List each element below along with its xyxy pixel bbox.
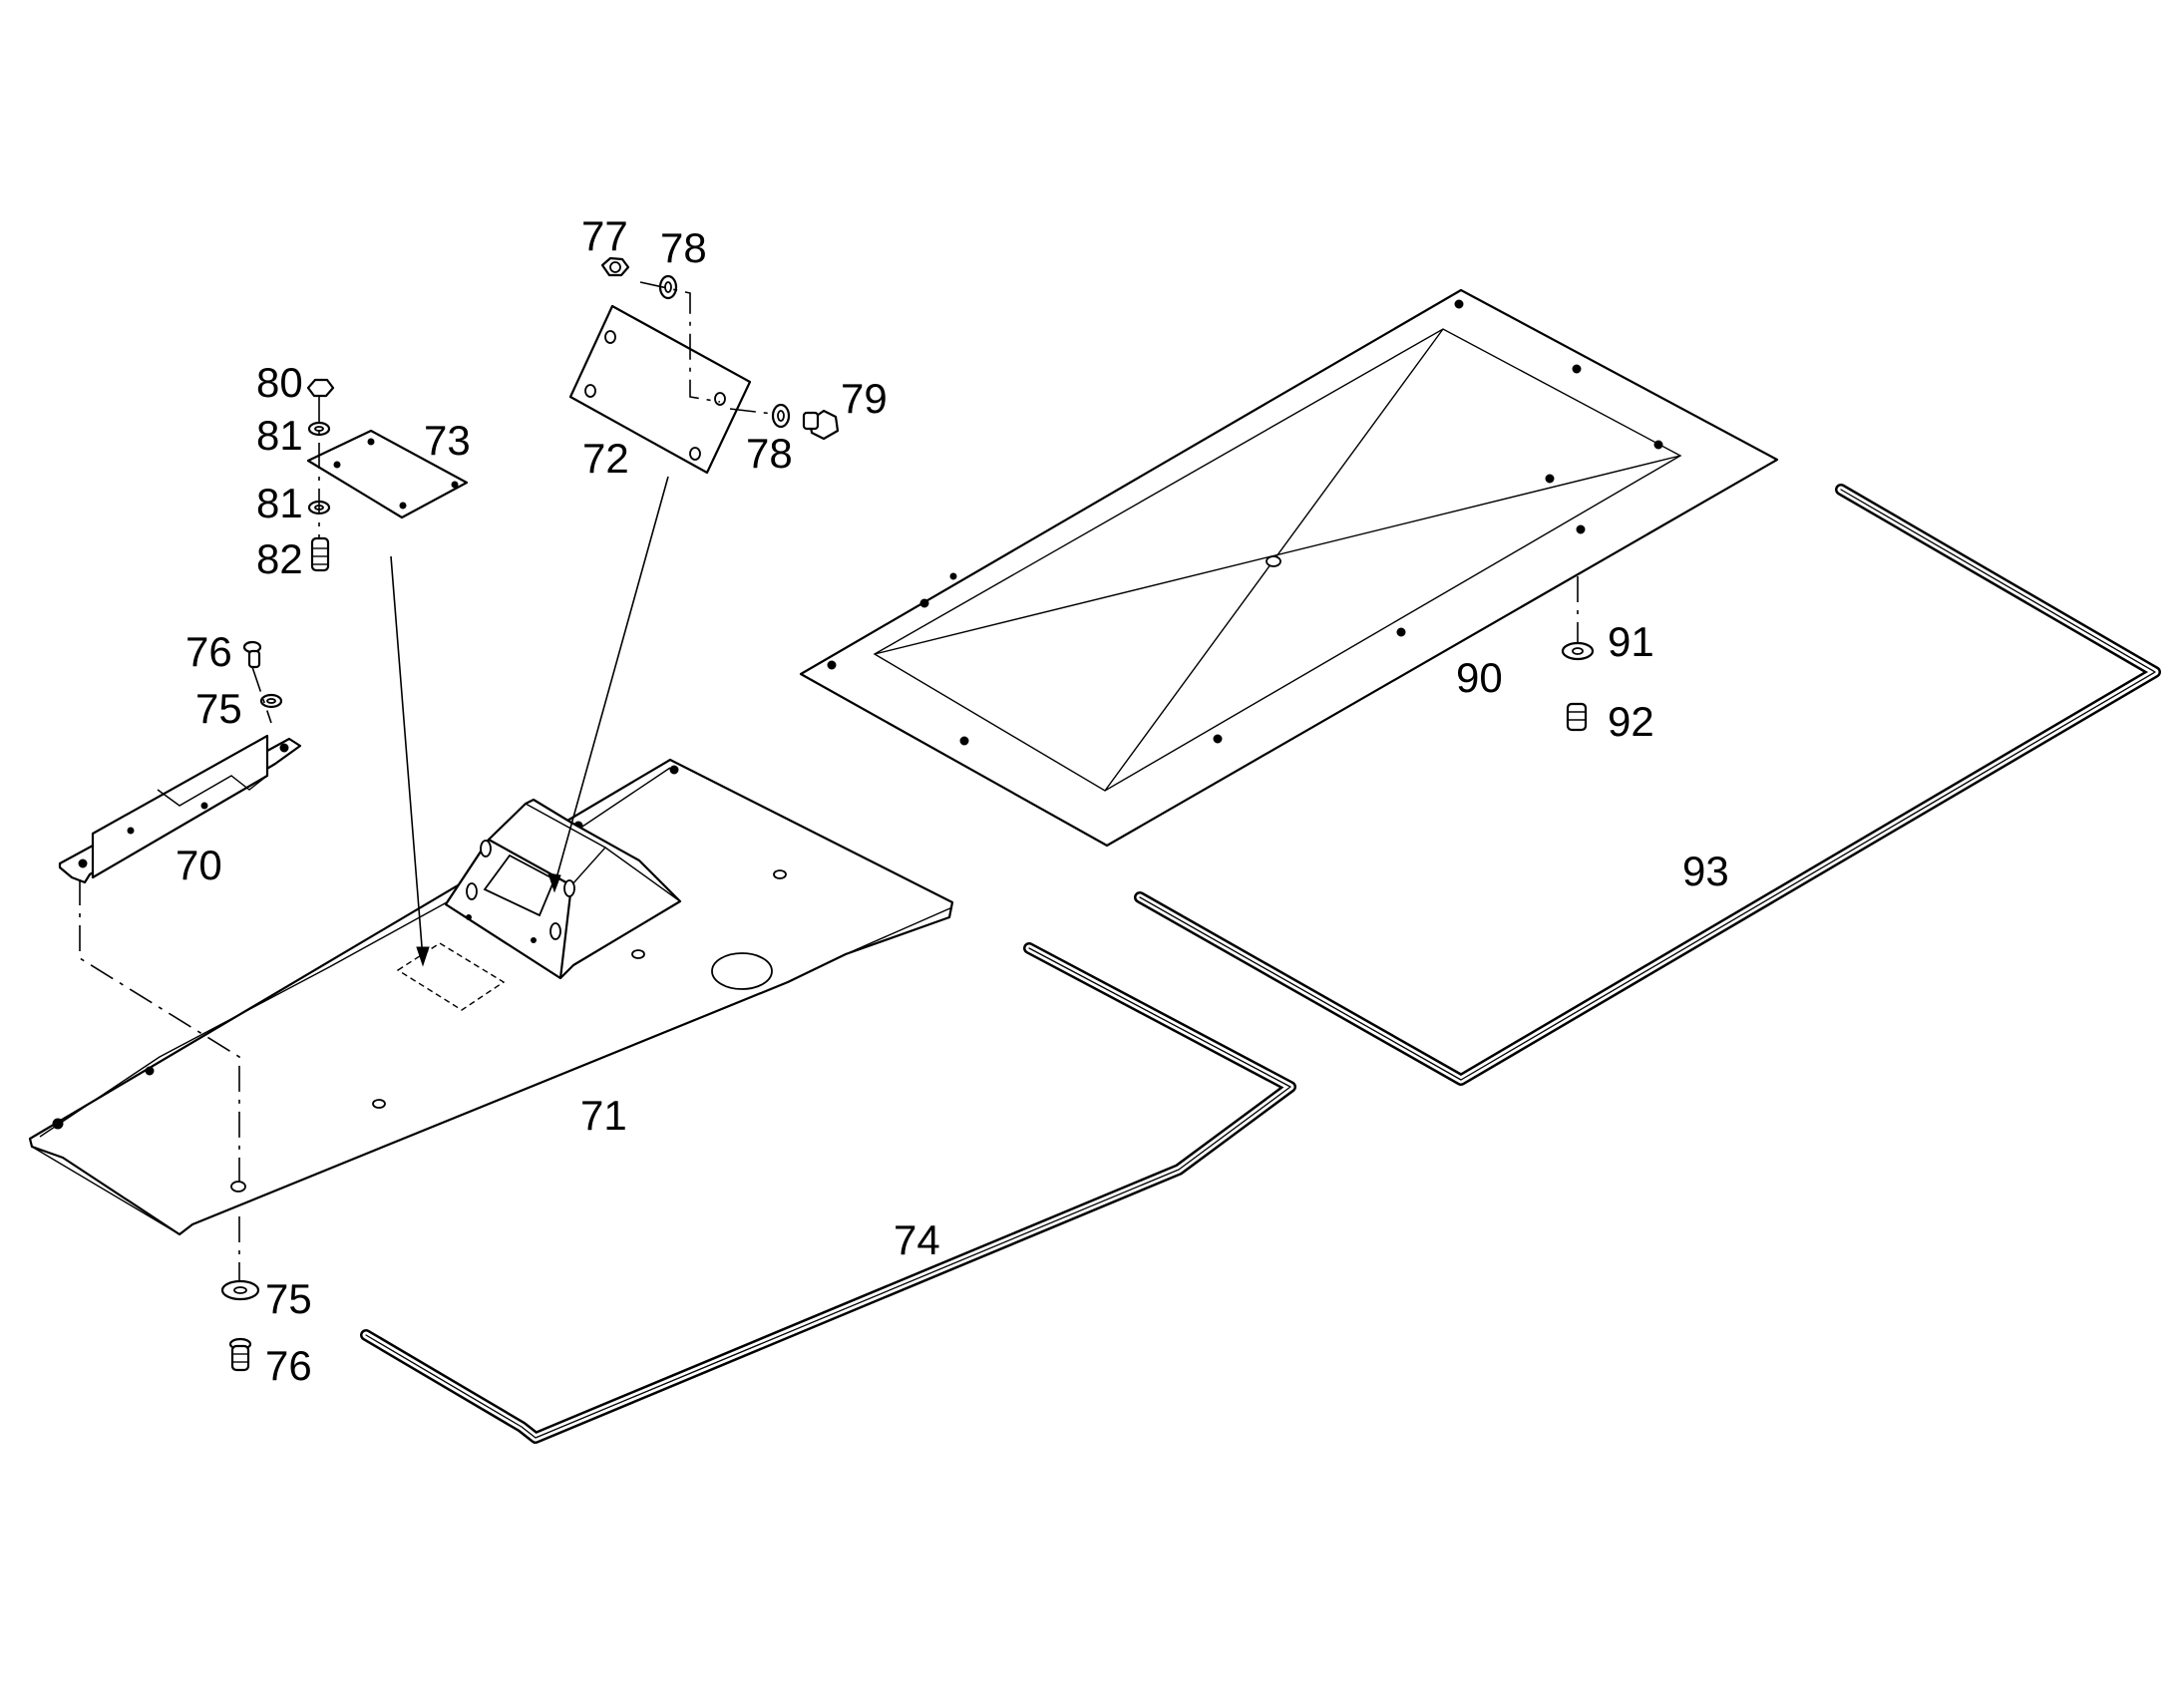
label-80: 80 bbox=[256, 359, 303, 406]
label-90: 90 bbox=[1456, 654, 1503, 701]
washer-75-top bbox=[259, 693, 283, 709]
label-72: 72 bbox=[582, 435, 629, 482]
screw-92 bbox=[1566, 702, 1588, 732]
label-79: 79 bbox=[841, 375, 888, 422]
cover-plate-72 bbox=[568, 304, 752, 475]
seal-strip-74 bbox=[360, 942, 1296, 1444]
label-78-side: 78 bbox=[746, 430, 793, 477]
seal-strip-93 bbox=[1134, 484, 2161, 1086]
screw-76-bottom bbox=[228, 1337, 252, 1372]
label-73: 73 bbox=[424, 417, 471, 464]
label-76-top: 76 bbox=[185, 628, 232, 675]
label-81-top: 81 bbox=[256, 412, 303, 459]
label-75-bottom: 75 bbox=[265, 1275, 312, 1322]
label-93: 93 bbox=[1682, 848, 1729, 894]
screw-79 bbox=[802, 409, 840, 441]
label-71: 71 bbox=[580, 1092, 627, 1139]
nut-77 bbox=[600, 256, 630, 277]
cover-plate-90 bbox=[799, 288, 1779, 848]
bolt-82 bbox=[310, 536, 330, 572]
cover-plate-73 bbox=[306, 429, 469, 519]
label-91: 91 bbox=[1608, 618, 1654, 665]
washer-78-side bbox=[771, 403, 791, 429]
screw-76-top bbox=[242, 640, 262, 669]
label-75-top: 75 bbox=[195, 685, 242, 732]
label-78-top: 78 bbox=[660, 224, 707, 271]
base-plate-71 bbox=[28, 758, 954, 1236]
assembly-lines bbox=[79, 281, 1579, 1281]
label-92: 92 bbox=[1608, 698, 1654, 745]
label-81-bottom: 81 bbox=[256, 480, 303, 526]
label-82: 82 bbox=[256, 535, 303, 582]
washer-91 bbox=[1561, 641, 1595, 661]
label-77: 77 bbox=[581, 212, 628, 259]
nut-80 bbox=[306, 378, 335, 398]
label-70: 70 bbox=[176, 842, 222, 888]
label-74: 74 bbox=[894, 1216, 940, 1263]
washer-75-bottom bbox=[220, 1279, 260, 1301]
bracket-70 bbox=[58, 734, 302, 884]
part-labels: 77 78 79 78 72 73 80 81 81 82 76 75 70 7… bbox=[176, 212, 1729, 1389]
label-76-bottom: 76 bbox=[265, 1342, 312, 1389]
